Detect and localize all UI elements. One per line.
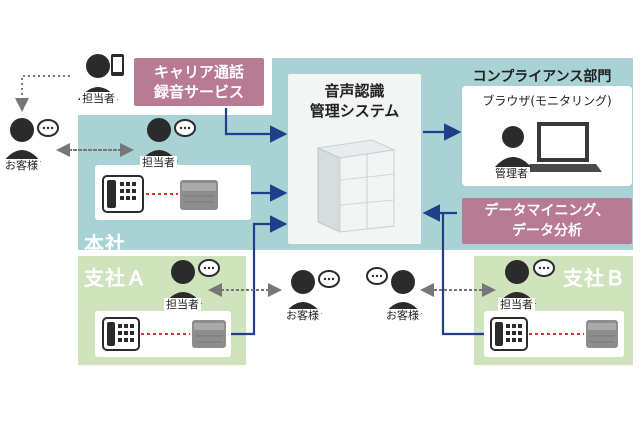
datamining-box: データマイニング、 データ分析 [462,198,632,244]
branch-a-label: 支社Ａ [84,266,147,290]
headoffice-desk-phone-icon [102,175,144,213]
headoffice-agent-chat-icon [174,119,196,137]
manager-person-icon [494,126,532,168]
customer-left-chat-icon [37,119,59,137]
customer-b-chat-icon [366,267,388,285]
datamining-line1: データマイニング、 [484,203,610,219]
dotted-connectors [15,75,496,297]
manager-label: 管理者 [493,167,530,180]
carrier-service-line2: 録音サービス [153,83,244,101]
headoffice-recorder-icon [180,180,218,210]
laptop-icon [524,122,602,172]
system-title-line2: 管理システム [309,102,400,120]
customer-a-label: お客様 [284,309,321,322]
head-office-label: 本社 [84,232,126,256]
brancha-recorder-icon [192,320,226,348]
brancha-desk-phone-icon [102,317,140,351]
carrier-service-line1: キャリア通話 [153,63,244,81]
branch-b-label: 支社Ｂ [563,266,626,290]
customer-left-person-icon [3,118,41,162]
branchb-agent-chat-icon [533,259,555,277]
customer-b-label: お客様 [384,309,421,322]
brancha-agent-chat-icon [198,259,220,277]
customer-left-label: お客様 [3,159,40,172]
branchb-desk-phone-icon [490,317,528,351]
headoffice-agent-label: 担当者 [140,156,177,169]
carrier-recording-service-box: キャリア通話 録音サービス [134,58,264,106]
browser-label: ブラウザ(モニタリング) [482,94,612,108]
arrow-branchb-to-system [441,213,484,336]
brancha-agent-label: 担当者 [164,298,201,311]
dot-agent-to-customer-left [15,75,70,112]
branchb-agent-label: 担当者 [498,298,535,311]
customer-a-person-icon [284,270,322,314]
arrow-brancha-to-system [231,215,288,336]
branchb-recorder-icon [586,320,618,348]
customer-b-person-icon [384,270,422,314]
flow-arrows [224,108,484,336]
compliance-title: コンプライアンス部門 [472,69,612,85]
phone-router-links [141,193,584,335]
server-icon [316,139,396,233]
system-title-line1: 音声認識 [324,82,385,100]
customer-a-chat-icon [318,270,340,288]
agent-mobile-label: 担当者 [80,92,117,105]
arrow-carrier-to-system [224,108,288,143]
datamining-line2: データ分析 [512,223,582,239]
